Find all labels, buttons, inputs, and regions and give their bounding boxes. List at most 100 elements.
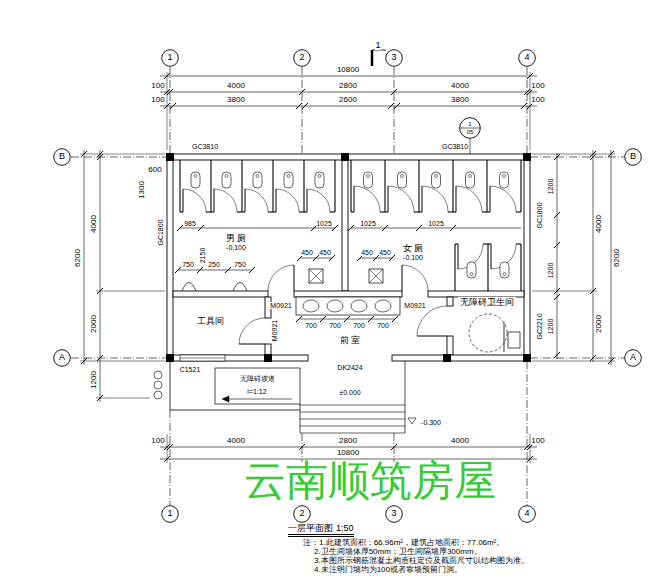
stall-partition — [334, 160, 335, 212]
room-name: 前 室 — [340, 336, 361, 345]
squat-pan — [191, 172, 200, 188]
stall-partition — [418, 160, 419, 212]
axis-bubble: 1 — [161, 505, 179, 523]
squat-pan — [432, 172, 441, 188]
mop-sink — [309, 269, 323, 283]
squat-pan-drain — [435, 175, 438, 178]
dimension-text: 600 — [148, 166, 161, 174]
dimension-tick — [249, 267, 255, 273]
dimension-text: 4000 — [595, 215, 603, 233]
window-code: C1521 — [180, 366, 201, 373]
axis-bubble: B — [53, 148, 71, 166]
dimension-tick — [368, 316, 374, 322]
dimension-text: 1200 — [90, 371, 98, 389]
dimension-tick — [344, 316, 350, 322]
axis-bubble: A — [624, 349, 642, 367]
axis-number: 4 — [524, 53, 529, 62]
axis-line — [170, 410, 171, 505]
mop-sink-cross — [309, 269, 323, 283]
mop-sink — [369, 269, 383, 283]
dimension-text: 2800 — [339, 82, 357, 90]
axis-number: 2 — [299, 53, 304, 62]
extension-line — [167, 72, 168, 150]
bubble-circle — [54, 149, 71, 166]
toilet — [508, 332, 520, 348]
stall-partition — [454, 244, 455, 291]
dimension-text: 4000 — [451, 437, 469, 445]
dimension-text: 750 — [234, 261, 246, 268]
section-mark — [372, 50, 386, 51]
bubble-circle — [54, 350, 71, 367]
door-swing — [402, 265, 428, 291]
squat-pan — [364, 172, 373, 188]
dimension-text: 450 — [379, 249, 391, 256]
dimension-tick — [389, 255, 395, 261]
axis-bubble: 2 — [293, 505, 311, 523]
stall-partition — [384, 160, 385, 212]
axis-number: B — [630, 152, 636, 161]
room-label: 男 厕-0.100 — [224, 233, 249, 253]
dimension-tick — [450, 225, 456, 231]
dimension-text: 700 — [329, 322, 341, 329]
room-label: 女 厕-0.100 — [401, 243, 426, 263]
dimension-line — [160, 76, 537, 77]
wall — [342, 160, 348, 291]
squat-pan — [398, 172, 407, 188]
door-code: M0921 — [270, 302, 291, 309]
step-edge — [300, 404, 301, 433]
axis-number: 4 — [524, 509, 529, 518]
axis-bubble: B — [624, 148, 642, 166]
door-leaf — [422, 186, 423, 212]
bubble-circle — [519, 506, 536, 523]
dimension-text: 1200 — [547, 318, 554, 334]
section-number: 1 — [375, 41, 380, 50]
wall-layer — [166, 153, 531, 362]
ramp-arrow — [226, 399, 292, 400]
room-name: 男 厕 — [226, 234, 247, 243]
squat-pan-drain — [256, 175, 259, 178]
squat-pan — [222, 172, 231, 188]
axis-bubble: 4 — [518, 505, 536, 523]
axis-number: 2 — [299, 509, 304, 518]
urinal — [233, 283, 247, 292]
dimension-tick — [302, 103, 308, 109]
wash-basin — [351, 300, 367, 312]
dimension-line — [100, 150, 101, 402]
extension-line — [80, 361, 165, 362]
dimension-line — [160, 92, 537, 93]
bubble-circle — [294, 50, 311, 67]
dimension-line — [160, 447, 537, 448]
axis-line — [170, 67, 171, 154]
elevation-mark — [408, 418, 416, 424]
ramp-note: 无障碍坡道 — [240, 375, 275, 382]
squat-pan — [466, 172, 475, 188]
urinal — [182, 283, 196, 292]
dimension-tick — [297, 255, 303, 261]
sheet-number: 05 — [467, 129, 474, 135]
drawing-title: 一层平面图 1:50 — [288, 524, 353, 537]
squat-pan — [315, 172, 324, 188]
door-leaf — [307, 189, 308, 212]
mop-sink-cross — [369, 269, 383, 283]
stall-partition — [272, 160, 273, 212]
axis-bubble: 1 — [161, 49, 179, 67]
ramp-arrowhead — [222, 396, 229, 402]
dimension-tick — [392, 316, 398, 322]
squat-pan-drain — [194, 175, 197, 178]
bubble-outline — [459, 117, 481, 139]
dimension-text: 4000 — [227, 82, 245, 90]
dimension-text: 3800 — [227, 96, 245, 104]
room-name: 女 厕 — [403, 244, 424, 253]
dimension-tick — [388, 103, 394, 109]
window-code: GC3810 — [442, 143, 468, 150]
squat-pan-drain — [318, 175, 321, 178]
bubble-circle — [625, 149, 642, 166]
dimension-tick — [554, 212, 560, 218]
structural-column — [166, 153, 174, 161]
dimension-layer — [71, 50, 624, 505]
dimension-line — [160, 106, 537, 107]
door-leaf — [456, 186, 457, 212]
dimension-tick — [320, 316, 326, 322]
rainwater-pipe — [154, 371, 162, 379]
stall-front — [330, 211, 335, 212]
